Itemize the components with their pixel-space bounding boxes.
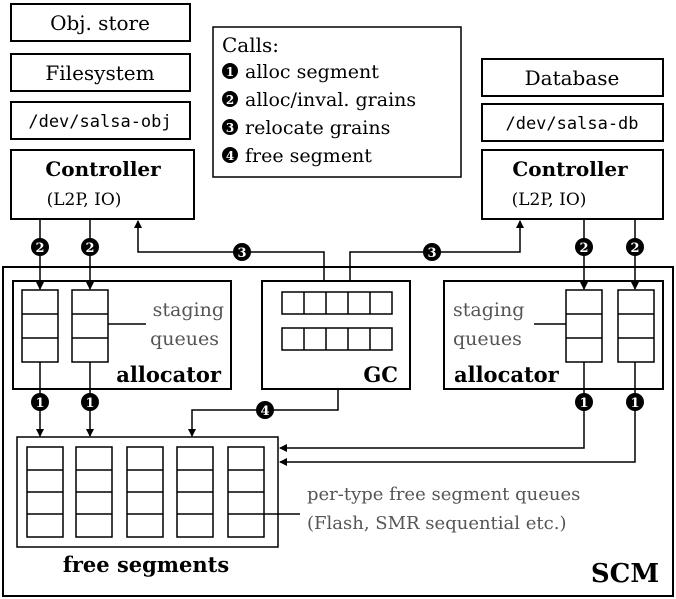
- dev-salsa-db-label: /dev/salsa-db: [505, 114, 638, 134]
- legend-box: [212, 26, 462, 178]
- legend-item-4: 4 free segment: [222, 145, 372, 167]
- left-controller-box: [10, 149, 195, 220]
- badge-2-icon: [222, 91, 238, 107]
- svg-text:2: 2: [630, 241, 639, 256]
- obj-store-label: Obj. store: [50, 11, 150, 35]
- svg-text:1: 1: [85, 396, 94, 411]
- badge-1-left-2: 1: [81, 393, 99, 411]
- badge-2-left-1: 2: [31, 238, 49, 256]
- legend-num-2: 2: [226, 93, 234, 107]
- left-staging-label-line2: queues: [150, 328, 219, 350]
- free-segments-label: free segments: [63, 552, 229, 577]
- filesystem-label: Filesystem: [45, 61, 154, 85]
- badge-4-gc: 4: [256, 401, 274, 419]
- free-segment-queue-2: [75, 446, 113, 538]
- left-staging-queue-1: [21, 289, 59, 363]
- dev-salsa-obj-label: /dev/salsa-obj: [28, 112, 171, 132]
- filesystem-box: [10, 53, 191, 92]
- free-segment-note-line1: per-type free segment queues: [307, 484, 580, 505]
- legend-label-4: free segment: [245, 145, 372, 167]
- legend-label-1: alloc segment: [245, 61, 379, 83]
- gc-queue-1: [281, 291, 393, 315]
- badge-2-left-2: 2: [81, 238, 99, 256]
- badge-1-icon: [222, 63, 238, 79]
- svg-text:2: 2: [579, 241, 588, 256]
- dev-salsa-db-box: [481, 103, 664, 142]
- left-controller-sub: (L2P, IO): [47, 190, 122, 210]
- left-staging-queue-2: [71, 289, 109, 363]
- left-controller-title: Controller: [45, 157, 161, 181]
- badge-3-right: 3: [423, 243, 441, 261]
- obj-store-box: [10, 3, 191, 42]
- legend-item-3: 3 relocate grains: [222, 117, 390, 139]
- right-controller-sub: (L2P, IO): [512, 190, 587, 210]
- svg-text:2: 2: [35, 241, 44, 256]
- legend-num-4: 4: [226, 149, 234, 163]
- database-label: Database: [525, 66, 620, 90]
- svg-text:3: 3: [237, 246, 246, 261]
- badge-4-icon: [222, 147, 238, 163]
- right-allocator-label: allocator: [454, 362, 560, 387]
- badge-1-right-1: 1: [575, 393, 593, 411]
- badge-1-right-2: 1: [626, 393, 644, 411]
- free-segment-note-line2: (Flash, SMR sequential etc.): [307, 513, 566, 534]
- legend-num-3: 3: [226, 121, 234, 135]
- svg-text:1: 1: [630, 396, 639, 411]
- database-box: [481, 58, 664, 97]
- svg-text:1: 1: [35, 396, 44, 411]
- left-staging-label-line1: staging: [153, 299, 224, 321]
- svg-text:3: 3: [427, 246, 436, 261]
- legend-num-1: 1: [226, 65, 234, 79]
- badge-2-right-2: 2: [626, 238, 644, 256]
- arrow-alloc-segment-right-1: [279, 362, 585, 452]
- free-segment-queue-1: [26, 446, 64, 538]
- legend-item-2: 2 alloc/inval. grains: [222, 89, 416, 111]
- arrow-relocate-left: [134, 220, 325, 281]
- legend-item-1: 1 alloc segment: [222, 61, 379, 83]
- svg-text:1: 1: [579, 396, 588, 411]
- free-segment-queue-5: [227, 446, 265, 538]
- right-staging-queue-2: [617, 289, 655, 363]
- legend-label-3: relocate grains: [245, 117, 390, 139]
- right-staging-queue-1: [565, 289, 603, 363]
- badge-2-right-1: 2: [575, 238, 593, 256]
- badge-3-left: 3: [233, 243, 251, 261]
- dev-salsa-obj-box: [10, 101, 191, 140]
- free-segment-queue-4: [176, 446, 214, 538]
- svg-text:2: 2: [85, 241, 94, 256]
- legend-label-2: alloc/inval. grains: [245, 89, 416, 111]
- badge-3-icon: [222, 119, 238, 135]
- badge-1-left-1: 1: [31, 393, 49, 411]
- right-staging-label-line1: staging: [453, 299, 524, 321]
- right-controller-box: [481, 149, 664, 220]
- left-allocator-label: allocator: [116, 362, 222, 387]
- free-segment-queue-3: [126, 446, 164, 538]
- right-staging-label-line2: queues: [453, 328, 522, 350]
- svg-text:4: 4: [260, 404, 269, 419]
- legend-title: Calls:: [222, 33, 279, 57]
- gc-label: GC: [363, 362, 398, 387]
- right-controller-title: Controller: [512, 157, 628, 181]
- gc-queue-2: [281, 327, 393, 351]
- scm-label: SCM: [591, 559, 659, 589]
